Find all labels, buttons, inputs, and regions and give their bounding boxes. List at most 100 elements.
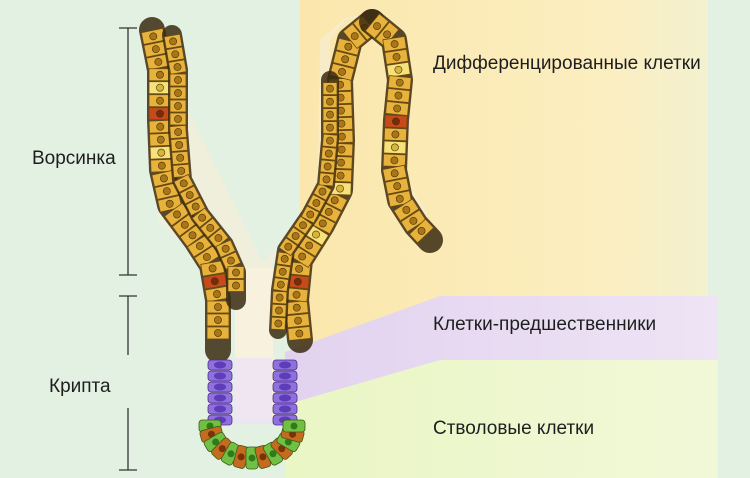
enterocyte-cell-nucleus [402, 206, 411, 214]
enterocyte-cell-nucleus [417, 227, 426, 235]
paneth-cell-nucleus [218, 445, 226, 453]
enterocyte-cell-nucleus [318, 219, 327, 228]
crypt-label: Крипта [49, 376, 111, 397]
enteroendocrine-cell-nucleus [156, 109, 164, 118]
enterocyte-cell-nucleus [299, 221, 307, 230]
enterocyte-cell-nucleus [214, 316, 222, 324]
crypt-lumen [234, 358, 272, 424]
enterocyte-cell-nucleus [156, 70, 164, 79]
villus-bracket [119, 27, 137, 276]
stem-cell-nucleus [248, 454, 256, 462]
enterocyte-cell-nucleus [326, 123, 334, 132]
stem-cell-nucleus [227, 450, 235, 458]
enterocyte-cell-nucleus [276, 280, 285, 289]
enterocyte-cell-nucleus [169, 37, 177, 46]
progenitor-cell-nucleus [214, 372, 226, 380]
enterocyte-cell-nucleus [157, 161, 166, 170]
goblet-cell-nucleus [156, 83, 164, 92]
enterocyte-cell-nucleus [391, 130, 400, 139]
paneth-cell-nucleus [259, 453, 267, 461]
enterocyte-cell-nucleus [227, 256, 235, 265]
enterocyte-cell-nucleus [173, 210, 181, 219]
enterocyte-cell-nucleus [323, 162, 332, 171]
villus-label: Ворсинка [32, 148, 116, 169]
enterocyte-cell-nucleus [156, 122, 165, 131]
enterocyte-cell-nucleus [213, 290, 221, 298]
enterocyte-cell-nucleus [337, 132, 346, 141]
progenitor-cell-nucleus [214, 405, 226, 413]
progenitor-cell-nucleus [279, 361, 291, 369]
enterocyte-cell-nucleus [324, 149, 333, 158]
enteroendocrine-cell-nucleus [293, 277, 302, 286]
stem-band [285, 360, 718, 478]
enterocyte-cell-nucleus [394, 91, 403, 100]
enterocyte-cell-nucleus [185, 191, 194, 199]
progenitor-cell-nucleus [279, 394, 291, 402]
enterocyte-cell-nucleus [156, 96, 164, 105]
enterocyte-cell-nucleus [195, 242, 204, 250]
goblet-cell-nucleus [157, 148, 166, 157]
stem-cells-label: Стволовые клетки [433, 418, 595, 439]
progenitor-cell-nucleus [214, 361, 226, 369]
enterocyte-cell-nucleus [395, 194, 404, 203]
enterocyte-cell-nucleus [154, 57, 163, 66]
progenitor-band [285, 296, 718, 405]
enterocyte-cell-nucleus [344, 42, 353, 51]
enterocyte-cell-nucleus [175, 141, 184, 149]
enterocyte-cell-nucleus [275, 293, 284, 302]
enterocyte-cell-nucleus [305, 241, 314, 250]
enterocyte-cell-nucleus [156, 135, 165, 144]
differentiated-cells-label: Дифференцированные клетки [433, 53, 701, 74]
stem-cell-nucleus [212, 438, 220, 446]
enterocyte-cell-nucleus [324, 207, 333, 216]
enteroendocrine-cell-nucleus [210, 277, 219, 286]
enterocyte-cell-nucleus [312, 199, 321, 207]
enterocyte-cell-nucleus [214, 329, 222, 337]
paneth-cell-nucleus [237, 453, 245, 461]
enterocyte-cell-nucleus [338, 68, 346, 76]
enterocyte-cell-nucleus [390, 40, 399, 48]
enterocyte-cell-nucleus [165, 199, 174, 208]
enterocyte-cell-nucleus [284, 242, 293, 251]
enterocyte-cell-nucleus [306, 210, 315, 219]
enterocyte-cell-nucleus [395, 78, 404, 87]
enterocyte-cell-nucleus [174, 89, 182, 97]
enterocyte-cell-nucleus [383, 30, 391, 39]
enterocyte-cell-nucleus [214, 234, 223, 242]
enterocyte-cell-nucleus [191, 202, 200, 211]
enterocyte-cell-nucleus [326, 84, 334, 93]
enterocyte-cell-nucleus [198, 213, 207, 222]
enterocyte-cell-nucleus [322, 175, 331, 184]
progenitor-cell-nucleus [214, 383, 226, 391]
enterocyte-cell-nucleus [177, 166, 186, 175]
enterocyte-cell-nucleus [176, 154, 185, 162]
goblet-cell-nucleus [336, 184, 344, 193]
enterocyte-cell-nucleus [214, 303, 222, 311]
enterocyte-cell-nucleus [330, 196, 339, 205]
enterocyte-cell-nucleus [373, 22, 381, 31]
enterocyte-cell-nucleus [180, 220, 189, 229]
enterocyte-cell-nucleus [151, 45, 160, 54]
enterocyte-cell-nucleus [162, 187, 171, 196]
stem-cell-nucleus [290, 422, 298, 430]
enterocyte-cell-nucleus [174, 76, 182, 84]
enterocyte-cell-nucleus [275, 306, 283, 315]
enterocyte-cell-nucleus [326, 136, 334, 145]
progenitor-cell-nucleus [279, 372, 291, 380]
enterocyte-cell-nucleus [336, 171, 345, 180]
enterocyte-cell-nucleus [294, 316, 302, 325]
enterocyte-cell-nucleus [174, 115, 182, 123]
enterocyte-cell-nucleus [202, 253, 211, 261]
enterocyte-cell-nucleus [174, 102, 182, 110]
goblet-cell-nucleus [391, 143, 399, 152]
enterocyte-cell-nucleus [318, 187, 327, 196]
enterocyte-cell-nucleus [337, 145, 346, 154]
enterocyte-cell-nucleus [295, 329, 304, 338]
enterocyte-cell-nucleus [171, 50, 180, 59]
enterocyte-cell-nucleus [160, 174, 168, 183]
epithelium [139, 9, 443, 470]
enterocyte-cell-nucleus [278, 267, 287, 276]
goblet-cell-nucleus [394, 65, 403, 74]
